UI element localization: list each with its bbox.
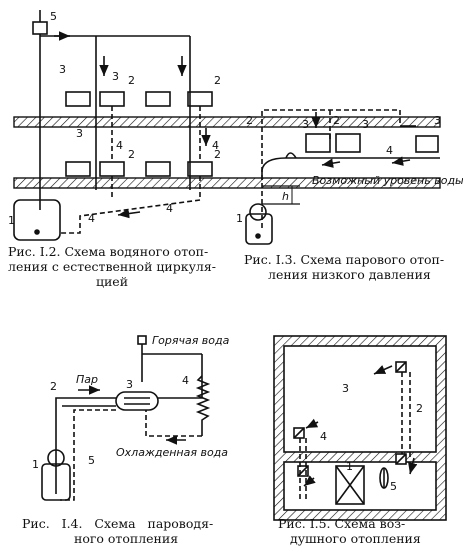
caption-line: ления низкого давления [268,267,431,282]
label-5: 5 [88,454,95,467]
label-2: 2 [333,114,340,127]
label-1: 1 [8,214,15,227]
caption-line: Рис. I.5. Схема воз- [278,516,406,531]
label-1: 1 [236,212,243,225]
label-3: 3 [126,378,133,391]
label-5: 5 [50,10,57,23]
label-2: 2 [416,402,423,415]
fig4-labels: Горячая вода Пар 2 3 4 Охлажденная вода … [32,334,230,471]
fig-air-heating [273,335,447,521]
fig2-labels: 5 3 3 2 2 3 4 4 2 2 1 4 4 [8,10,221,227]
label-4: 4 [386,144,393,157]
radiator [99,91,125,107]
label-3: 3 [59,63,66,76]
boiler [13,199,61,241]
radiator [65,91,91,107]
caption-line: цией [95,274,129,289]
label-2: 2 [214,74,221,87]
fig5-labels: 3 2 4 1 5 [320,382,423,493]
radiator [415,135,439,153]
label-2: 2 [214,148,221,161]
radiator [99,161,125,177]
caption-fig5: Рис. I.5. Схема воз- душного отопления [278,516,421,546]
boiler [41,463,71,501]
hot-water-tap [137,335,147,345]
label-1: 1 [32,458,39,471]
fig-steam-low-pressure [245,109,440,245]
floor-slab-lower [13,177,441,189]
boiler [245,213,273,245]
caption-fig4: Рис. I.4. Схема пароводя- ного отопления [22,516,213,546]
expansion-tank [32,21,48,35]
label-4: 4 [182,374,189,387]
fig-water-heating-natural [13,10,441,241]
caption-line: Рис. I.4. Схема пароводя- [22,516,214,531]
room [283,345,437,453]
label-4: 4 [116,139,123,152]
caption-line: душного отопления [290,531,421,546]
radiator [145,161,171,177]
label-3: 3 [112,70,119,83]
label-1: 1 [346,460,353,473]
label-4: 4 [212,139,219,152]
radiator [335,133,361,153]
fig3-labels: 2 3 2 3 3 4 1 h Возможный уровень воды [236,114,463,225]
label-3: 3 [302,118,309,131]
label-5: 5 [390,480,397,493]
radiator [145,91,171,107]
caption-fig2: Рис. I.2. Схема водяного отоп- ления с е… [8,244,216,289]
radiator [65,161,91,177]
label-3: 3 [76,127,83,140]
label-2: 2 [50,380,57,393]
floor-slab-upper [13,116,441,128]
label-4: 4 [166,202,173,215]
label-2: 2 [246,114,253,127]
cooled-water-label: Охлажденная вода [116,446,228,459]
label-3: 3 [362,118,369,131]
label-4: 4 [88,212,95,225]
radiator [305,133,331,153]
hot-water-label: Горячая вода [152,334,230,347]
caption-line: Рис. I.2. Схема водяного отоп- [8,244,209,259]
water-level-label: Возможный уровень воды [312,174,463,187]
label-3: 3 [434,114,441,127]
caption-line: ного отопления [74,531,179,546]
label-2: 2 [128,74,135,87]
caption-line: Рис. I.3. Схема парового отоп- [244,252,445,267]
radiator [187,161,213,177]
label-2: 2 [128,148,135,161]
caption-fig3: Рис. I.3. Схема парового отоп- ления низ… [244,252,444,282]
steam-label: Пар [76,373,98,386]
heat-exchanger [115,391,159,411]
radiator [187,91,213,107]
label-3: 3 [342,382,349,395]
fig-steam-water-heating [41,335,211,501]
label-4: 4 [320,430,327,443]
caption-line: ления с естественной циркуля- [8,259,216,274]
h-label: h [282,190,289,203]
